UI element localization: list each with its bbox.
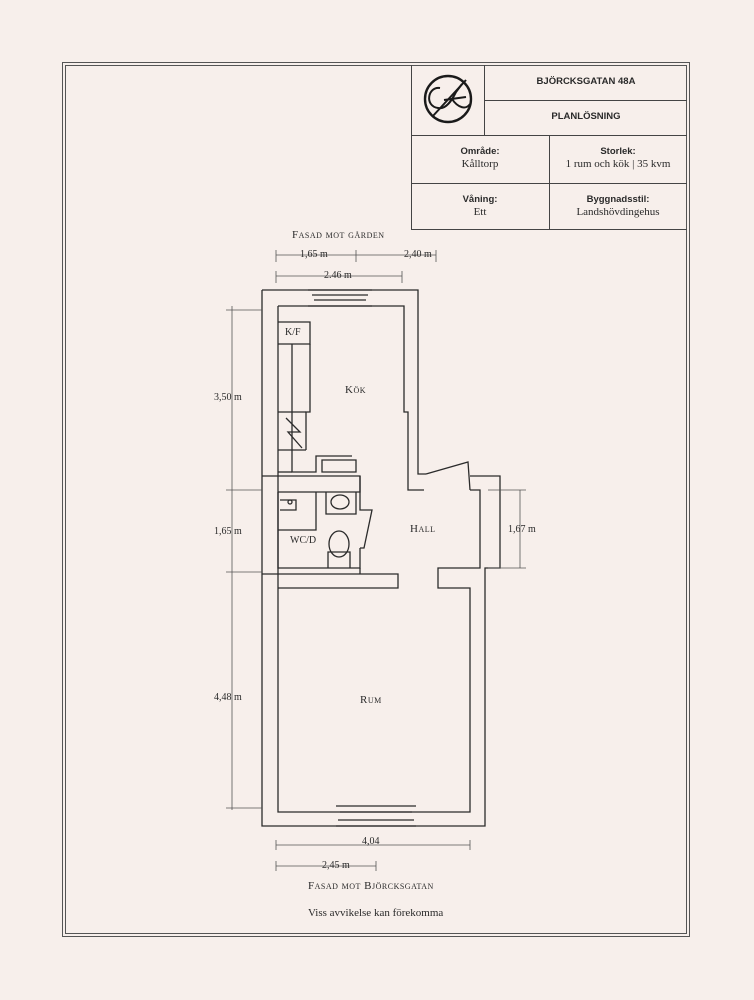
dim-bottom-sub: 2,45 m xyxy=(322,860,350,871)
tb-divider xyxy=(549,135,550,230)
dim-bottom-width: 4,04 xyxy=(362,836,380,847)
room-label-room: Rum xyxy=(360,694,382,706)
tb-divider xyxy=(484,100,687,101)
size-label: Storlek: xyxy=(600,146,636,157)
floor-value: Ett xyxy=(473,206,487,218)
dim-top-width: 2.46 m xyxy=(324,270,352,281)
room-label-hall: Hall xyxy=(410,523,436,535)
room-label-wc: WC/D xyxy=(290,535,317,546)
dim-left-room: 4,48 m xyxy=(214,692,242,703)
room-label-kf: K/F xyxy=(285,327,301,338)
dim-top-right: 2,40 m xyxy=(404,249,432,260)
style-label: Byggnadsstil: xyxy=(586,194,650,205)
inner-frame xyxy=(65,65,687,934)
style-value: Landshövdingehus xyxy=(576,206,660,218)
dim-left-kitchen: 3,50 m xyxy=(214,392,242,403)
logo-icon xyxy=(423,74,473,124)
walls xyxy=(261,289,501,827)
plan-subtitle: PLANLÖSNING xyxy=(551,111,621,122)
address-title: BJÖRCKSGATAN 48A xyxy=(536,76,636,87)
size-value: 1 rum och kök | 35 kvm xyxy=(565,158,671,170)
dim-left-wc: 1,65 m xyxy=(214,526,242,537)
outer-frame xyxy=(62,62,690,937)
floor-label: Våning: xyxy=(462,194,498,205)
dim-top-left: 1,65 m xyxy=(300,249,328,260)
room-label-kitchen: Kök xyxy=(345,384,366,396)
facade-top-label: Fasad mot gården xyxy=(292,229,385,241)
area-value: Kålltorp xyxy=(461,158,499,170)
dim-right-hall: 1,67 m xyxy=(508,524,536,535)
area-label: Område: xyxy=(460,146,500,157)
facade-bottom-label: Fasad mot Björcksgatan xyxy=(308,880,434,892)
disclaimer: Viss avvikelse kan förekomma xyxy=(308,907,444,919)
dimension-lines xyxy=(226,250,526,871)
